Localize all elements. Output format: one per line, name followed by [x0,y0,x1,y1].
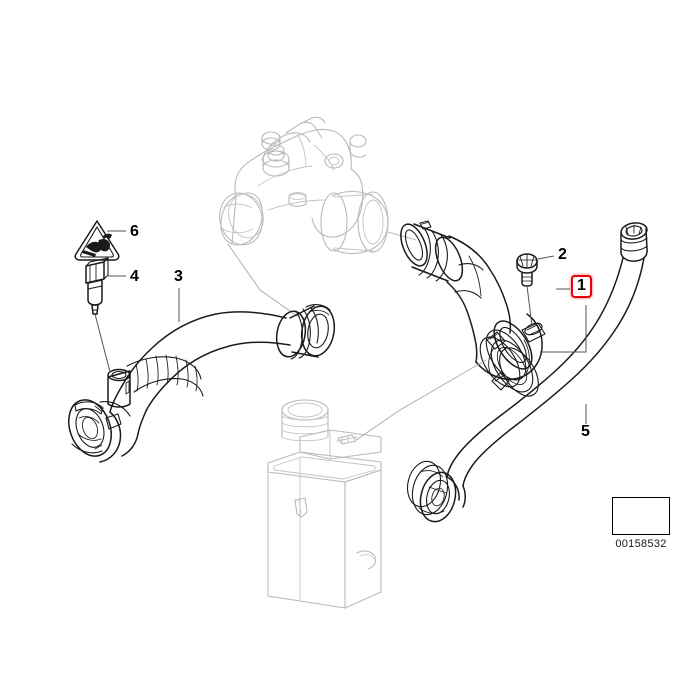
callout-1[interactable]: 1 [571,275,592,298]
hose-rib-band [126,354,204,397]
hose-clamp-lower [475,313,543,397]
part-number-label: 00158532 [615,538,667,550]
ghost-leader-tank [355,359,487,441]
callout-5[interactable]: 5 [581,423,590,440]
callout-2[interactable]: 2 [558,246,567,263]
left-hose [67,304,336,463]
part-number-frame [612,497,670,535]
ghost-leader-thermostat [227,243,301,319]
callout-4[interactable]: 4 [130,268,139,285]
sensor-port [107,368,131,408]
hose-collar-upper [400,220,464,282]
callout-6[interactable]: 6 [130,223,139,240]
hose-end-clamp-bottom [406,460,466,523]
tank-sensor-clip [336,434,358,445]
bleeder-screw [516,253,538,327]
tank-clip [294,497,308,518]
thermostat-housing [219,116,389,255]
hose-connector-middle [275,304,336,360]
quick-connect-fitting [67,399,139,463]
leader-2 [537,255,555,260]
warning-triangle-symbol [74,220,120,261]
hazard-pictogram [82,233,112,257]
callout-3[interactable]: 3 [174,268,183,285]
coolant-level-sensor [85,257,111,373]
leader-1b [540,305,587,353]
ghost-leader-outlet [387,231,417,241]
worm-clamp-rings [479,329,539,397]
hose-collar-right [620,222,648,262]
callout-leaders [107,230,587,424]
return-hose [406,222,648,523]
main-coolant-hose [400,220,546,397]
expansion-tank [267,399,382,609]
